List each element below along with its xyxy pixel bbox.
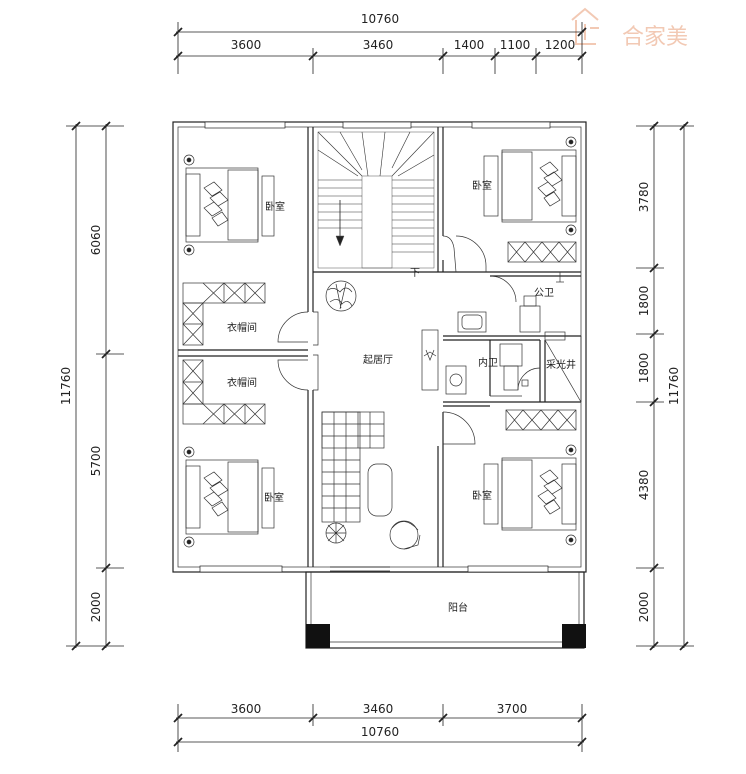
armchair bbox=[389, 520, 421, 550]
top-dimension-4: 1100 bbox=[500, 38, 531, 52]
entry-console bbox=[421, 329, 439, 391]
bottom-total-dimension: 10760 bbox=[361, 725, 399, 739]
private-bath-fixtures bbox=[445, 343, 529, 395]
logo-text: 合家美 bbox=[622, 25, 688, 50]
staircase bbox=[317, 131, 435, 269]
right-total-dimension: 11760 bbox=[667, 367, 681, 405]
room-label-bedroom-top-right: 卧室 bbox=[472, 179, 492, 192]
room-label-living-room: 起居厅 bbox=[363, 354, 393, 366]
top-dimension-lines bbox=[173, 22, 587, 74]
right-dimension-5: 2000 bbox=[637, 592, 651, 623]
right-dimension-3: 1800 bbox=[637, 353, 651, 384]
house-logo-icon bbox=[571, 7, 599, 45]
room-label-bedroom-bottom-left: 卧室 bbox=[264, 491, 284, 504]
sofa bbox=[321, 411, 385, 523]
room-label-cloakroom-lower: 衣帽间 bbox=[227, 376, 257, 389]
potted-plant-icon bbox=[325, 280, 357, 312]
left-dimension-lines bbox=[66, 121, 124, 651]
bed-bottom-left bbox=[183, 446, 275, 548]
top-total-dimension: 10760 bbox=[361, 12, 399, 26]
interior-walls bbox=[178, 127, 581, 567]
stair-down-label: 下 bbox=[410, 268, 420, 279]
room-label-private-bath: 内卫 bbox=[478, 356, 498, 369]
room-label-bedroom-top-left: 卧室 bbox=[265, 200, 285, 213]
room-label-cloakroom-upper: 衣帽间 bbox=[227, 321, 257, 334]
top-dimension-1: 3600 bbox=[231, 38, 262, 52]
column-left bbox=[306, 624, 330, 648]
wardrobes bbox=[182, 241, 577, 431]
top-dimension-5: 1200 bbox=[545, 38, 576, 52]
room-label-balcony: 阳台 bbox=[448, 601, 468, 614]
light-well bbox=[544, 336, 582, 403]
right-dimension-1: 3780 bbox=[637, 182, 651, 213]
right-dimension-lines bbox=[636, 121, 694, 651]
public-bath-fixtures bbox=[457, 272, 566, 341]
bottom-dimension-lines bbox=[173, 704, 587, 752]
bed-bottom-right bbox=[483, 444, 577, 546]
bed-top-left bbox=[183, 154, 275, 256]
left-dimension-2: 5700 bbox=[89, 446, 103, 477]
bed-top-right bbox=[483, 136, 577, 236]
windows bbox=[199, 121, 551, 573]
bottom-dimension-2: 3460 bbox=[363, 702, 394, 716]
room-label-public-bath: 公卫 bbox=[534, 288, 554, 299]
top-dimension-3: 1400 bbox=[454, 38, 485, 52]
right-dimension-4: 4380 bbox=[637, 470, 651, 501]
bottom-dimension-1: 3600 bbox=[231, 702, 262, 716]
bottom-dimension-3: 3700 bbox=[497, 702, 528, 716]
left-dimension-3: 2000 bbox=[89, 592, 103, 623]
right-dimension-2: 1800 bbox=[637, 286, 651, 317]
top-dimension-2: 3460 bbox=[363, 38, 394, 52]
left-dimension-1: 6060 bbox=[89, 225, 103, 256]
room-label-light-well: 采光井 bbox=[546, 358, 576, 371]
balcony-sliding-door bbox=[330, 566, 390, 572]
floor-lamp-icon bbox=[325, 522, 347, 544]
arrow-down-icon bbox=[335, 235, 345, 247]
column-right bbox=[562, 624, 586, 648]
brand-logo: 合家美 bbox=[571, 7, 688, 50]
left-total-dimension: 11760 bbox=[59, 367, 73, 405]
door-swings bbox=[277, 235, 541, 445]
room-label-bedroom-bottom-right: 卧室 bbox=[472, 489, 492, 502]
coffee-table bbox=[367, 463, 393, 517]
